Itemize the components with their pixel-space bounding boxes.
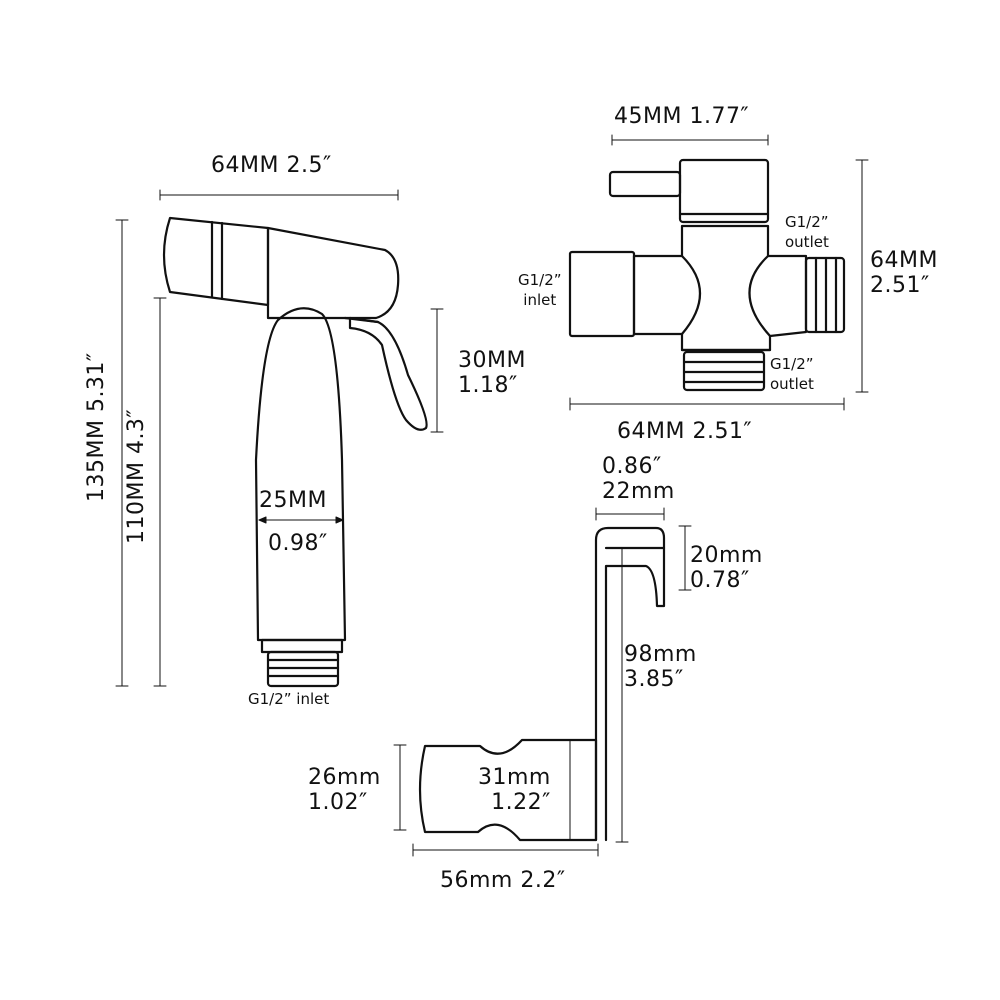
holder-hook bbox=[594, 526, 666, 842]
valve-bottom-thread bbox=[682, 350, 766, 392]
holder-hook-width-label: 0.86″ 22mm bbox=[602, 454, 675, 504]
valve-bottom-outlet-label: G1/2” outlet bbox=[770, 355, 814, 393]
sprayer-drawing bbox=[162, 216, 428, 688]
valve-drawing bbox=[568, 158, 846, 392]
holder-slot-height-label: 31mm 1.22″ bbox=[478, 765, 551, 815]
sprayer-total-length-label: 135MM 5.31″ bbox=[84, 352, 109, 502]
holder-height-label: 98mm 3.85″ bbox=[624, 642, 697, 692]
valve-height-label: 64MM 2.51″ bbox=[870, 248, 938, 298]
sprayer-lever-label: 30MM 1.18″ bbox=[458, 348, 526, 398]
sprayer-handle bbox=[254, 307, 347, 642]
sprayer-body bbox=[266, 226, 400, 320]
sprayer-dimensions bbox=[115, 189, 444, 687]
valve-cap bbox=[678, 158, 770, 224]
valve-lever bbox=[608, 170, 682, 198]
sprayer-nozzle bbox=[162, 216, 270, 307]
valve-top-width-label: 45MM 1.77″ bbox=[614, 104, 750, 129]
sprayer-grip-mm-label: 25MM bbox=[259, 488, 327, 513]
holder-width-label: 56mm 2.2″ bbox=[440, 868, 566, 893]
valve-side-thread bbox=[804, 256, 846, 334]
holder-cradle-height-label: 26mm 1.02″ bbox=[308, 765, 381, 815]
valve-side-outlet-label: G1/2” outlet bbox=[785, 213, 829, 251]
sprayer-inlet-label: G1/2” inlet bbox=[248, 690, 330, 708]
valve-inlet-label: G1/2” inlet bbox=[518, 271, 562, 309]
sprayer-thread bbox=[266, 650, 340, 688]
valve-inlet-nut bbox=[568, 250, 636, 338]
sprayer-handle-length-label: 110MM 4.3″ bbox=[124, 408, 149, 544]
sprayer-width-label: 64MM 2.5″ bbox=[211, 153, 332, 178]
holder-cradle bbox=[418, 738, 598, 842]
valve-width-label: 64MM 2.51″ bbox=[617, 419, 753, 444]
sprayer-grip-in-label: 0.98″ bbox=[268, 531, 328, 556]
valve-dimensions bbox=[569, 134, 869, 411]
holder-dimensions bbox=[393, 507, 692, 857]
sprayer-lever bbox=[348, 316, 428, 431]
holder-hook-depth-label: 20mm 0.78″ bbox=[690, 543, 763, 593]
valve-body bbox=[632, 224, 808, 352]
